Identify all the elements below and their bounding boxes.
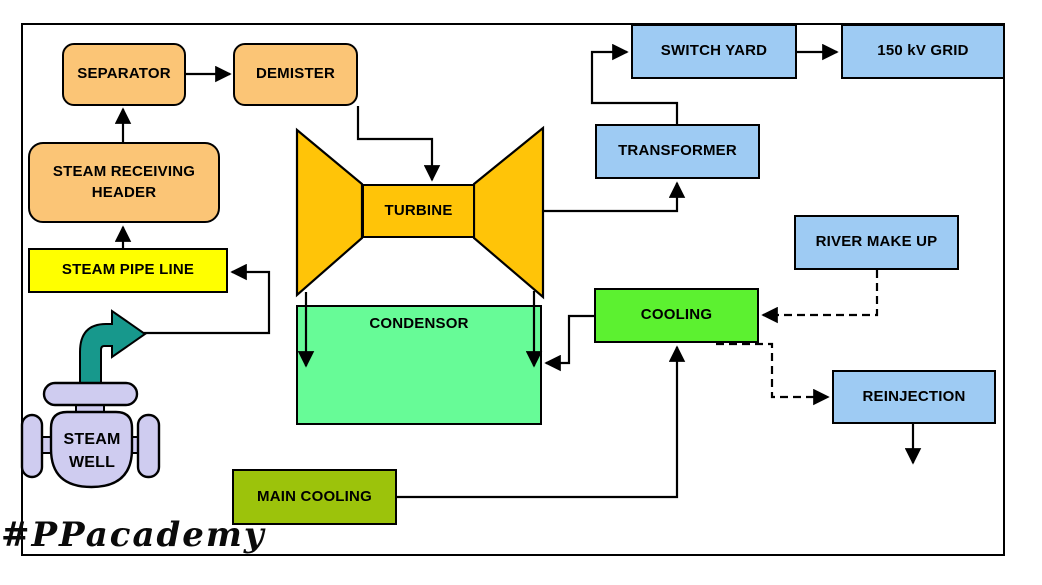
node-steam-pipe-line: STEAM PIPE LINE: [28, 248, 228, 293]
node-switch-yard-label: SWITCH YARD: [660, 42, 768, 60]
node-150kv-grid: 150 kV GRID: [841, 24, 1005, 79]
node-cooling-label: COOLING: [640, 306, 713, 324]
node-river-make-up: RIVER MAKE UP: [794, 215, 959, 270]
node-cooling: COOLING: [594, 288, 759, 343]
node-demister: DEMISTER: [233, 43, 358, 106]
node-turbine-label: TURBINE: [384, 201, 453, 219]
node-switch-yard: SWITCH YARD: [631, 24, 797, 79]
steam-well-right-handle: [136, 413, 161, 479]
node-main-cooling: MAIN COOLING: [232, 469, 397, 525]
node-reinjection: REINJECTION: [832, 370, 996, 424]
node-steam-pipe-line-label: STEAM PIPE LINE: [61, 261, 195, 279]
node-steam-receiving-header: STEAM RECEIVING HEADER: [28, 142, 220, 223]
node-transformer: TRANSFORMER: [595, 124, 760, 179]
turbine-right-trapezoid: [472, 125, 545, 300]
node-steam-well-label-box: STEAM WELL: [50, 422, 134, 480]
node-condensor: CONDENSOR: [296, 305, 542, 425]
node-150kv-grid-label: 150 kV GRID: [877, 42, 969, 60]
node-separator-label: SEPARATOR: [77, 65, 171, 83]
node-separator: SEPARATOR: [62, 43, 186, 106]
node-river-make-up-label: RIVER MAKE UP: [815, 233, 938, 251]
steam-well-left-handle: [20, 413, 44, 479]
node-turbine: TURBINE: [362, 184, 475, 238]
watermark-signature: #PPacademy: [1, 515, 266, 555]
steam-well-top-flange: [42, 381, 139, 407]
node-main-cooling-label: MAIN COOLING: [257, 487, 372, 505]
node-steam-receiving-header-label: STEAM RECEIVING HEADER: [52, 163, 196, 201]
node-demister-label: DEMISTER: [255, 65, 336, 83]
node-condensor-label: CONDENSOR: [369, 315, 469, 332]
steam-well-body: [49, 410, 134, 489]
node-steam-well-label: STEAM WELL: [63, 430, 121, 471]
diagram-border-frame: [21, 23, 1005, 556]
turbine-left-trapezoid: [295, 127, 364, 298]
node-reinjection-label: REINJECTION: [862, 387, 966, 405]
steam-flow-bent-arrow-icon: [79, 309, 147, 397]
node-transformer-label: TRANSFORMER: [618, 142, 737, 160]
